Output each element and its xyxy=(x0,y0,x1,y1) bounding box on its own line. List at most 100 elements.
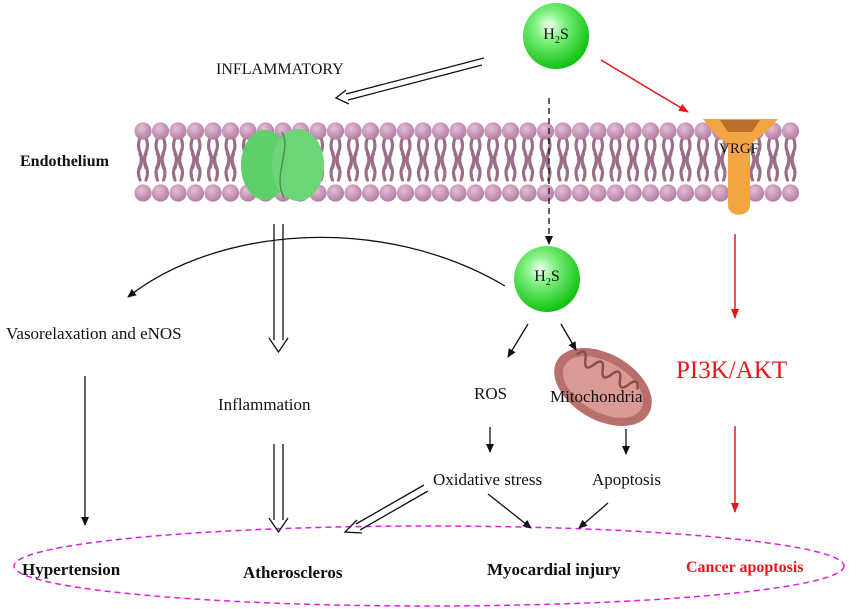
h2s-tail: S xyxy=(559,26,569,43)
lipid-tail xyxy=(556,152,570,182)
arrow-inflammation-to-atheroscleros xyxy=(268,444,289,534)
lipid-head xyxy=(466,122,485,140)
lipid-tail xyxy=(714,152,727,182)
lipid-tail xyxy=(469,152,482,182)
lipid-head xyxy=(641,184,660,202)
lipid-head xyxy=(361,184,380,202)
arrow-h2s-to-ros xyxy=(507,323,529,358)
label-ros: ROS xyxy=(474,384,508,403)
lipid-head xyxy=(659,122,677,140)
lipid-head xyxy=(431,184,450,202)
lipid-head xyxy=(676,184,695,202)
lipid-head xyxy=(484,122,502,140)
label-inflammation: Inflammation xyxy=(218,395,311,414)
lipid-tail xyxy=(434,152,447,182)
lipid-head xyxy=(589,122,607,140)
label-vasorelaxation: Vasorelaxation and eNOS xyxy=(6,324,182,343)
arrow-curve-to-vasorelaxation xyxy=(127,236,506,298)
lipid-head xyxy=(571,184,590,202)
label-apoptosis: Apoptosis xyxy=(592,470,661,489)
lipid-head xyxy=(309,122,327,140)
lipid-head xyxy=(466,184,485,202)
lipid-tail xyxy=(399,152,412,182)
lipid-head xyxy=(431,122,450,140)
lipid-head xyxy=(589,184,607,202)
label-mitochondria: Mitochondria xyxy=(550,387,643,406)
outcome-ellipse xyxy=(13,525,845,607)
lipid-head xyxy=(221,122,240,140)
lipid-tail xyxy=(171,152,185,182)
h2s-subscript: 2 xyxy=(545,277,551,289)
lipid-tail xyxy=(591,152,605,182)
arrow-h2s-to-inflammatory xyxy=(334,57,485,105)
arrow-membrane-to-inflammation xyxy=(268,224,289,354)
lipid-head xyxy=(781,122,800,140)
lipid-tail xyxy=(416,152,430,182)
lipid-tail xyxy=(609,152,622,182)
lipid-head xyxy=(449,184,467,202)
lipid-head xyxy=(326,122,345,140)
lipid-head xyxy=(396,122,415,140)
lipid-tail xyxy=(451,152,465,182)
lipid-head xyxy=(659,184,677,202)
lipid-tail xyxy=(766,152,780,182)
lipid-head xyxy=(676,122,695,140)
lipid-tail xyxy=(521,152,535,182)
lipid-head xyxy=(746,184,765,202)
lipid-tail xyxy=(136,152,150,182)
cell-membrane xyxy=(134,122,800,202)
lipid-head xyxy=(449,122,467,140)
lipid-head xyxy=(501,184,520,202)
lipid-head xyxy=(344,184,362,202)
lipid-head xyxy=(694,122,712,140)
lipid-head xyxy=(169,122,187,140)
lipid-tail xyxy=(329,152,342,182)
lipid-head xyxy=(536,122,555,140)
lipid-tail xyxy=(206,152,220,182)
label-myocardial-injury: Myocardial injury xyxy=(487,560,621,579)
h2s-base: H xyxy=(543,26,555,43)
lipid-head xyxy=(204,122,222,140)
h2s-base: H xyxy=(534,268,546,285)
lipid-tail xyxy=(784,152,797,182)
lipid-head xyxy=(414,122,432,140)
lipid-head xyxy=(239,122,257,140)
lipid-tail xyxy=(486,152,500,182)
h2s-top-sphere xyxy=(523,3,589,69)
lipid-tail xyxy=(644,152,657,182)
lipid-head xyxy=(204,184,222,202)
lipid-head xyxy=(694,184,712,202)
lipid-tail xyxy=(626,152,640,182)
lipid-tail xyxy=(504,152,517,182)
lipid-head xyxy=(519,184,537,202)
h2s-tail: S xyxy=(550,268,560,285)
vrgf-label: VRGF xyxy=(718,141,759,157)
lipid-tail xyxy=(364,152,377,182)
lipid-head xyxy=(764,184,782,202)
lipid-head xyxy=(624,184,642,202)
lipid-head xyxy=(414,184,432,202)
lipid-tail xyxy=(749,152,762,182)
mitochondria-organelle xyxy=(554,348,652,426)
lipid-head xyxy=(536,184,555,202)
lipid-tail xyxy=(224,152,237,182)
membrane-channel-protein xyxy=(241,129,324,201)
lipid-head xyxy=(519,122,537,140)
lipid-head xyxy=(606,184,625,202)
lipid-tail xyxy=(661,152,675,182)
label-oxidative-stress: Oxidative stress xyxy=(433,470,543,489)
lipid-tail xyxy=(696,152,710,182)
lipid-head xyxy=(344,122,362,140)
arrow-h2s-to-mitochondria xyxy=(560,323,577,351)
lipid-head xyxy=(326,184,345,202)
lipid-head xyxy=(134,184,152,202)
lipid-tail xyxy=(189,152,202,182)
label-inflammatory: INFLAMMATORY xyxy=(216,61,344,78)
lipid-head xyxy=(379,122,397,140)
arrow-apoptosis-to-myocardial xyxy=(578,502,609,529)
lipid-head xyxy=(134,122,152,140)
arrow-oxidative-to-atheroscleros xyxy=(343,484,429,534)
lipid-head xyxy=(554,122,572,140)
label-atheroscleros: Atheroscleros xyxy=(243,563,343,582)
